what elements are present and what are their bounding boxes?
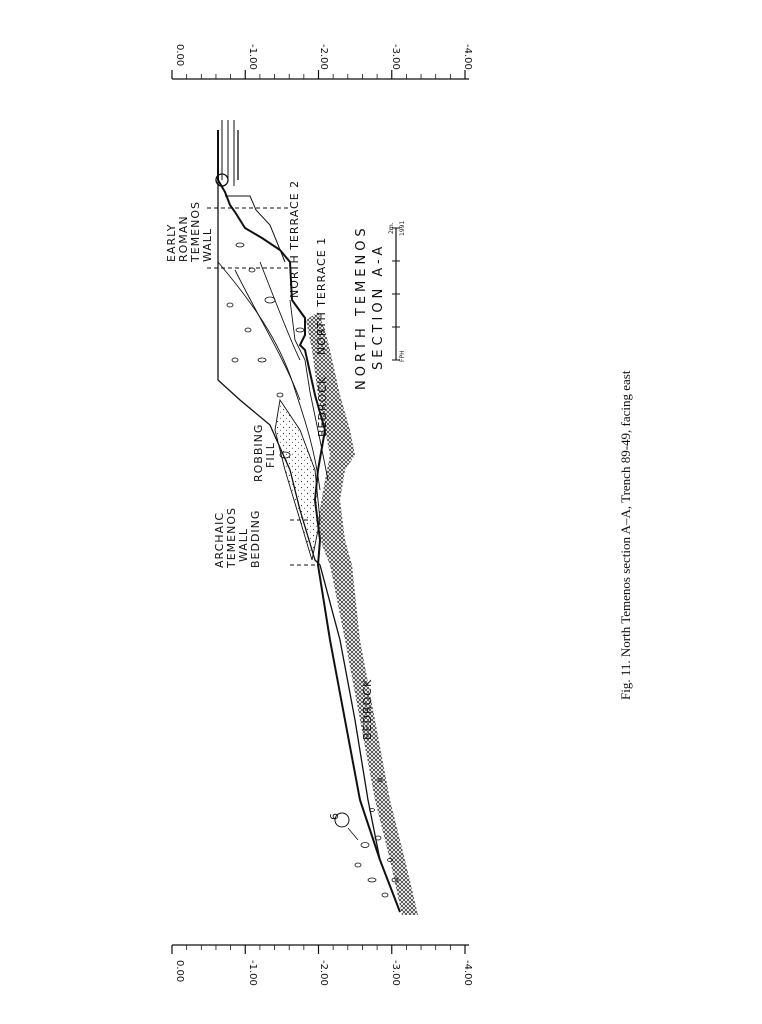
ground-profile <box>217 130 401 913</box>
marker-6: 6 <box>328 812 359 841</box>
archaic-temenos-wall-bedding-label: ARCHAIC TEMENOS WALL BEDDING <box>213 507 262 569</box>
scale-bar-unit: 2m. <box>388 222 395 234</box>
early-roman-line-2: ROMAN <box>177 215 190 262</box>
section-title: NORTH TEMENOS SECTION A-A <box>354 224 386 390</box>
robbing-line-1: ROBBING <box>252 424 265 482</box>
bedrock-upper-label: BEDROCK <box>316 376 329 437</box>
scale-left-tick-2: -2.00 <box>318 960 329 986</box>
robbing-line-2: FILL <box>264 442 277 468</box>
archaic-line-3: WALL <box>237 528 250 562</box>
scale-right-tick-0: 0.00 <box>174 44 185 66</box>
bedrock-lower-label: BEDROCK <box>361 679 374 740</box>
scale-bar-year: 1991 <box>399 221 406 236</box>
scale-bar: 2m. FPH 1991 <box>388 221 406 362</box>
upper-surface <box>217 130 401 913</box>
archaic-line-1: ARCHAIC <box>213 512 226 568</box>
lower-fill-stones <box>354 778 399 898</box>
archaic-line-4: BEDDING <box>249 510 262 568</box>
upper-strata <box>215 120 286 263</box>
scale-left-tick-1: -1.00 <box>247 960 258 986</box>
early-roman-line-3: TEMENOS <box>189 201 202 263</box>
north-terrace-2-label: NORTH TERRACE 2 <box>288 180 301 298</box>
scale-left-tick-4: -4.00 <box>462 960 473 986</box>
fill-stones <box>226 242 305 459</box>
scale-left-tick-0: 0.00 <box>174 960 185 982</box>
figure-caption: Fig. 11. North Temenos section A–A, Tren… <box>618 370 633 700</box>
robbing-fill-area <box>274 398 321 561</box>
north-terrace-1-label: NORTH TERRACE 1 <box>315 237 328 355</box>
bedrock-hatch <box>306 312 418 915</box>
early-roman-line-4: WALL <box>201 228 214 262</box>
archaic-line-2: TEMENOS <box>225 507 238 569</box>
elevation-scale-left: 0.00 -1.00 -2.00 -3.00 -4.00 <box>171 944 473 986</box>
scale-right-tick-4: -4.00 <box>462 44 473 70</box>
early-roman-line-1: EARLY <box>165 223 178 262</box>
wall-markers <box>207 207 318 566</box>
fill-layers <box>217 261 329 491</box>
section-title-line-2: SECTION A-A <box>371 243 386 370</box>
scale-right-tick-3: -3.00 <box>390 44 401 70</box>
scale-left-tick-3: -3.00 <box>390 960 401 986</box>
scale-right-tick-2: -2.00 <box>318 44 329 70</box>
robbing-fill-label: ROBBING FILL <box>252 424 277 482</box>
elevation-scale-right: 0.00 -1.00 -2.00 -3.00 -4.00 <box>171 44 473 80</box>
scale-right-tick-1: -1.00 <box>247 44 258 70</box>
section-title-line-1: NORTH TEMENOS <box>354 224 369 390</box>
marker-6-label: 6 <box>328 812 341 820</box>
scale-bar-initials: FPH <box>399 350 406 362</box>
early-roman-temenos-wall-label: EARLY ROMAN TEMENOS WALL <box>165 201 214 263</box>
